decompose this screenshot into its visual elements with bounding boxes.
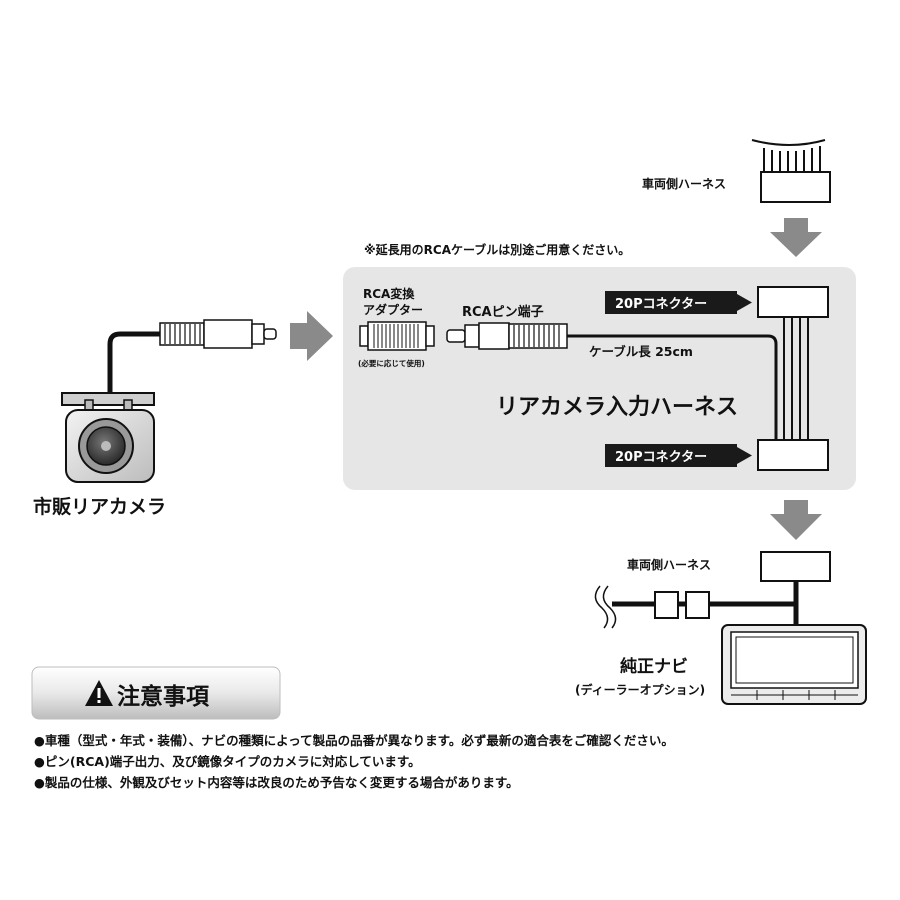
connector-top-label: 20Pコネクター [615,297,707,312]
vehicle-harness-top-label: 車両側ハーネス [642,176,726,191]
rear-camera-icon [61,392,155,483]
vehicle-harness-bottom-label: 車両側ハーネス [627,557,711,572]
cable-length-label: ケーブル長 25cm [589,344,693,359]
caution-note-1: ●車種（型式・年式・装備）、ナビの種類によって製品の品番が異なります。必ず最新の… [34,733,674,748]
rca-adapter-icon [359,321,435,351]
vehicle-harness-bottom-connector [760,551,831,582]
rca-adapter-note: (必要に応じて使用) [358,358,425,368]
caution-notes: ●車種（型式・年式・装備）、ナビの種類によって製品の品番が異なります。必ず最新の… [34,730,874,793]
rca-pin-label: RCAピン端子 [462,304,544,320]
caution-note-3: ●製品の仕様、外観及びセット内容等は改良のため予告なく変更する場合があります。 [34,775,519,790]
connector-top-box [757,286,829,318]
harness-title: リアカメラ入力ハーネス [496,395,738,420]
inline-connector-icon [654,591,710,619]
arrow-right-icon [290,311,333,361]
navi-subtitle: (ディーラーオプション) [575,682,705,697]
caution-banner: 注意事項 [31,666,281,720]
arrow-down-top-icon [770,218,822,257]
rca-adapter-label-2: アダプター [363,302,423,317]
rca-adapter-label-1: RCA変換 [363,286,415,301]
navi-title: 純正ナビ [620,656,688,677]
connector-bottom-box [757,439,829,471]
navi-unit-icon [721,624,867,705]
wire-bundle [783,317,809,440]
caution-note-2: ●ピン(RCA)端子出力、及び鏡像タイプのカメラに対応しています。 [34,754,421,769]
warning-triangle-icon [85,680,113,706]
rca-pin-plug-icon [446,322,568,350]
arrow-down-bottom-icon [770,500,822,540]
caution-title: 注意事項 [117,683,210,710]
camera-cable [107,331,160,395]
harness-panel [343,267,856,490]
vehicle-harness-top-icon [751,139,831,203]
rca-cable-line [566,334,778,440]
camera-rca-plug-icon [159,319,277,349]
camera-label: 市販リアカメラ [33,495,166,518]
cable-break-icon [594,585,617,629]
connector-top-tag: 20Pコネクター [605,291,752,314]
rca-cable-note: ※延長用のRCAケーブルは別途ご用意ください。 [364,242,630,257]
connector-bottom-label: 20Pコネクター [615,450,707,465]
connector-bottom-tag: 20Pコネクター [605,444,752,467]
